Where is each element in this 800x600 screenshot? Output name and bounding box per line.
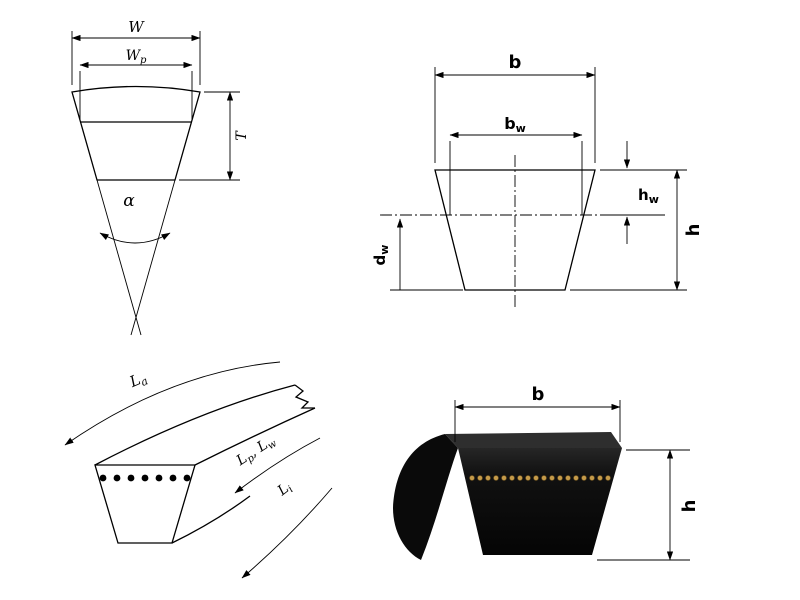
dimension-w: W — [71, 18, 201, 85]
dimension-b: b — [434, 52, 596, 163]
belt-3d-body — [393, 432, 622, 560]
dim-label-dw: dw — [371, 245, 391, 266]
dimension-h: h — [570, 169, 704, 291]
dim-label-b: b — [532, 384, 545, 405]
dimension-h: h — [597, 449, 700, 561]
dimension-wp: Wp — [79, 48, 193, 120]
converging-flank-lines — [96, 179, 176, 336]
dim-label-wp: Wp — [126, 48, 147, 66]
belt-section-shape — [71, 85, 201, 181]
dim-label-la: La — [126, 368, 150, 393]
belt-top-face — [445, 432, 622, 448]
belt-length-diagram: La Lp, Lw Li — [64, 361, 333, 579]
belt-photo-diagram: b h — [393, 384, 700, 561]
belt-back-curve — [393, 434, 458, 560]
dimension-t: T — [179, 91, 250, 181]
dimension-hw: hw — [600, 141, 665, 244]
dimension-b: b — [454, 384, 621, 442]
cord-dots-row — [99, 474, 191, 482]
dimension-dw: dw — [371, 218, 463, 291]
torn-edge — [294, 384, 315, 409]
dim-label-b: b — [509, 52, 522, 73]
dimension-li: Li — [241, 479, 333, 579]
dimension-bw: bw — [449, 114, 583, 215]
dim-label-h: h — [683, 224, 704, 237]
dim-label-h: h — [679, 500, 700, 513]
dim-label-lp-lw: Lp, Lw — [233, 432, 280, 471]
dimension-alpha: α — [99, 191, 171, 244]
belt-front-face — [458, 448, 622, 555]
dim-label-t: T — [234, 130, 250, 141]
dimension-la: La — [64, 361, 281, 446]
dim-label-bw: bw — [504, 114, 526, 135]
dim-label-w: W — [128, 18, 145, 36]
dim-label-alpha: α — [123, 191, 135, 211]
dim-label-hw: hw — [638, 186, 659, 206]
classic-vbelt-cross-section-diagram: W Wp T α — [71, 18, 250, 336]
belt-3d-shape — [94, 384, 316, 544]
cord-dots-row — [469, 475, 611, 481]
narrow-vbelt-cross-section-diagram: b bw hw h dw — [371, 52, 704, 307]
dim-label-li: Li — [274, 479, 296, 501]
belt-section-shape — [380, 155, 610, 307]
